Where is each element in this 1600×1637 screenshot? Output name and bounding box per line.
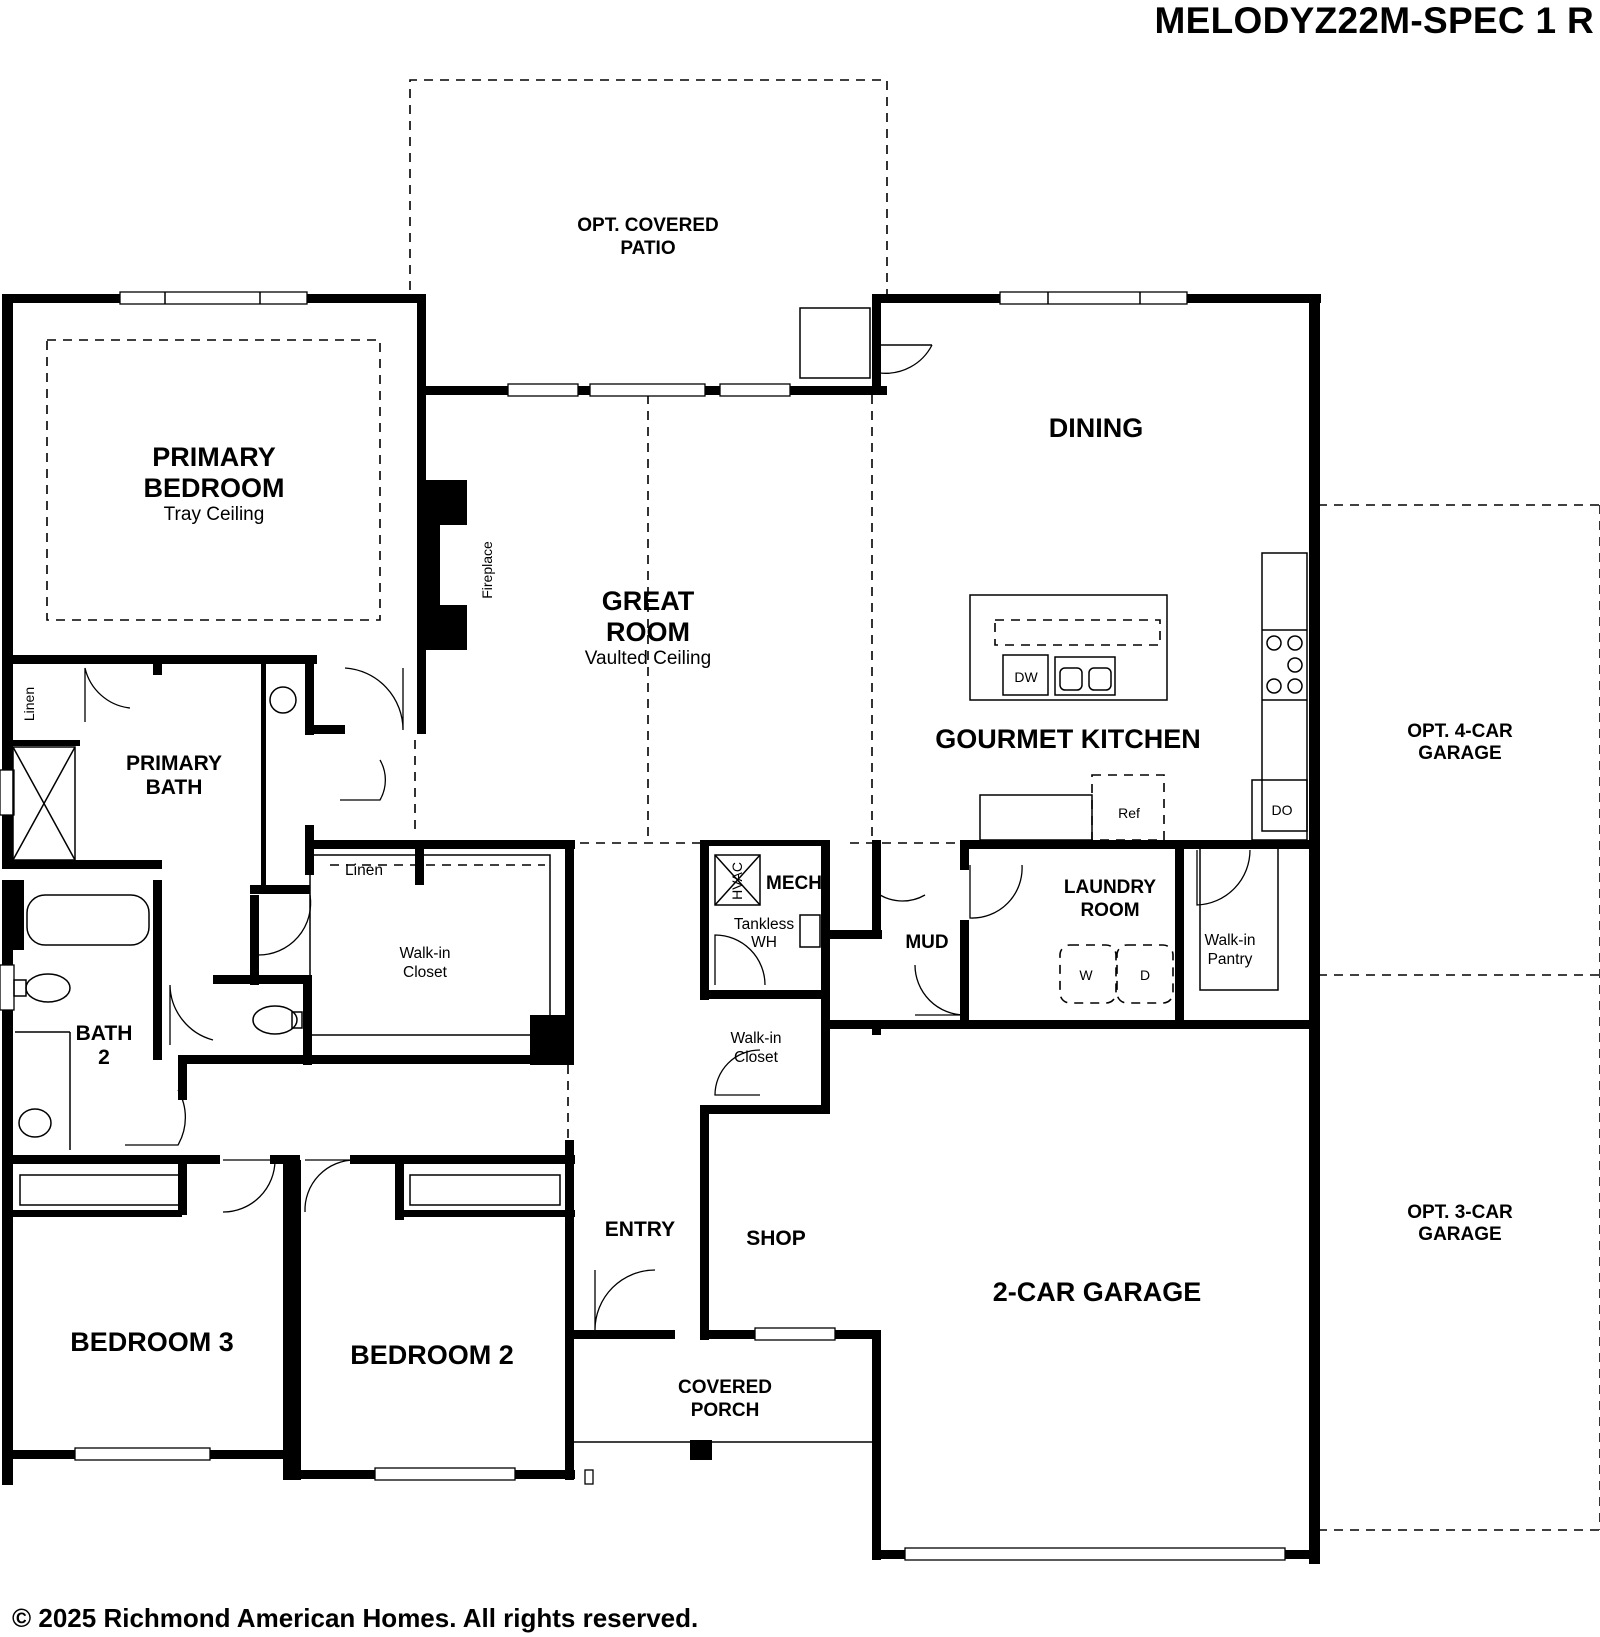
shop-label: SHOP (746, 1227, 806, 1250)
bath2-label-2: 2 (98, 1046, 110, 1069)
hvac-label: HVAC (729, 862, 745, 900)
great-room-note: Vaulted Ceiling (585, 648, 711, 669)
porch-label-2: PORCH (691, 1400, 760, 1421)
ref-label: Ref (1118, 805, 1140, 821)
fireplace-label: Fireplace (479, 541, 495, 599)
walkin-closet-2-label-1: Walk-in (730, 1030, 781, 1047)
great-room-label-2: ROOM (606, 617, 690, 647)
linen-1-label: Linen (21, 687, 37, 721)
bedroom3-label: BEDROOM 3 (70, 1327, 234, 1357)
dw-label: DW (1014, 669, 1038, 685)
kitchen-label: GOURMET KITCHEN (935, 724, 1201, 754)
room-labels: OPT. COVERED PATIO PRIMARY BEDROOM Tray … (21, 215, 1513, 1421)
dryer-label: D (1140, 967, 1150, 983)
mech-label: MECH (766, 873, 822, 894)
opt-3car-label-2: GARAGE (1418, 1224, 1501, 1245)
mud-label: MUD (905, 932, 948, 953)
laundry-label-1: LAUNDRY (1064, 877, 1157, 898)
laundry-label-2: ROOM (1080, 900, 1139, 921)
pantry-label-1: Walk-in (1204, 932, 1255, 949)
opt-3car-label-1: OPT. 3-CAR (1407, 1202, 1513, 1223)
door-swings (84, 307, 1251, 1331)
tankless-label-1: Tankless (734, 916, 795, 933)
tankless-label-2: WH (751, 934, 777, 951)
opt-patio-label-2: PATIO (620, 238, 675, 259)
primary-bedroom-note: Tray Ceiling (164, 504, 265, 525)
entry-label: ENTRY (605, 1218, 675, 1241)
optional-outlines (46, 79, 1600, 1531)
pantry-label-2: Pantry (1208, 951, 1253, 968)
opt-patio-label-1: OPT. COVERED (577, 215, 718, 236)
walls (2, 294, 1321, 1564)
windows (0, 291, 1286, 1561)
bedroom2-label: BEDROOM 2 (350, 1340, 514, 1370)
dining-label: DINING (1049, 413, 1144, 443)
copyright-text: © 2025 Richmond American Homes. All righ… (12, 1603, 699, 1633)
garage-label: 2-CAR GARAGE (993, 1277, 1202, 1307)
plan-title: MELODYZ22M-SPEC 1 R (1154, 0, 1594, 41)
primary-bedroom-label-1: PRIMARY (152, 442, 276, 472)
bath2-label-1: BATH (76, 1022, 133, 1045)
do-label: DO (1272, 802, 1293, 818)
fixtures (12, 552, 1308, 1206)
walkin-closet-1-label-1: Walk-in (399, 945, 450, 962)
walkin-closet-1-label-2: Closet (403, 964, 448, 981)
opt-4car-label-1: OPT. 4-CAR (1407, 721, 1513, 742)
primary-bath-label-2: BATH (146, 776, 203, 799)
opt-4car-label-2: GARAGE (1418, 743, 1501, 764)
great-room-label-1: GREAT (602, 586, 695, 616)
primary-bedroom-label-2: BEDROOM (144, 473, 285, 503)
porch-post (584, 1469, 594, 1485)
linen-2-label: Linen (345, 862, 383, 879)
washer-label: W (1079, 967, 1093, 983)
walkin-closet-2-label-2: Closet (734, 1049, 779, 1066)
porch-label-1: COVERED (678, 1377, 772, 1398)
primary-bath-label-1: PRIMARY (126, 752, 222, 775)
